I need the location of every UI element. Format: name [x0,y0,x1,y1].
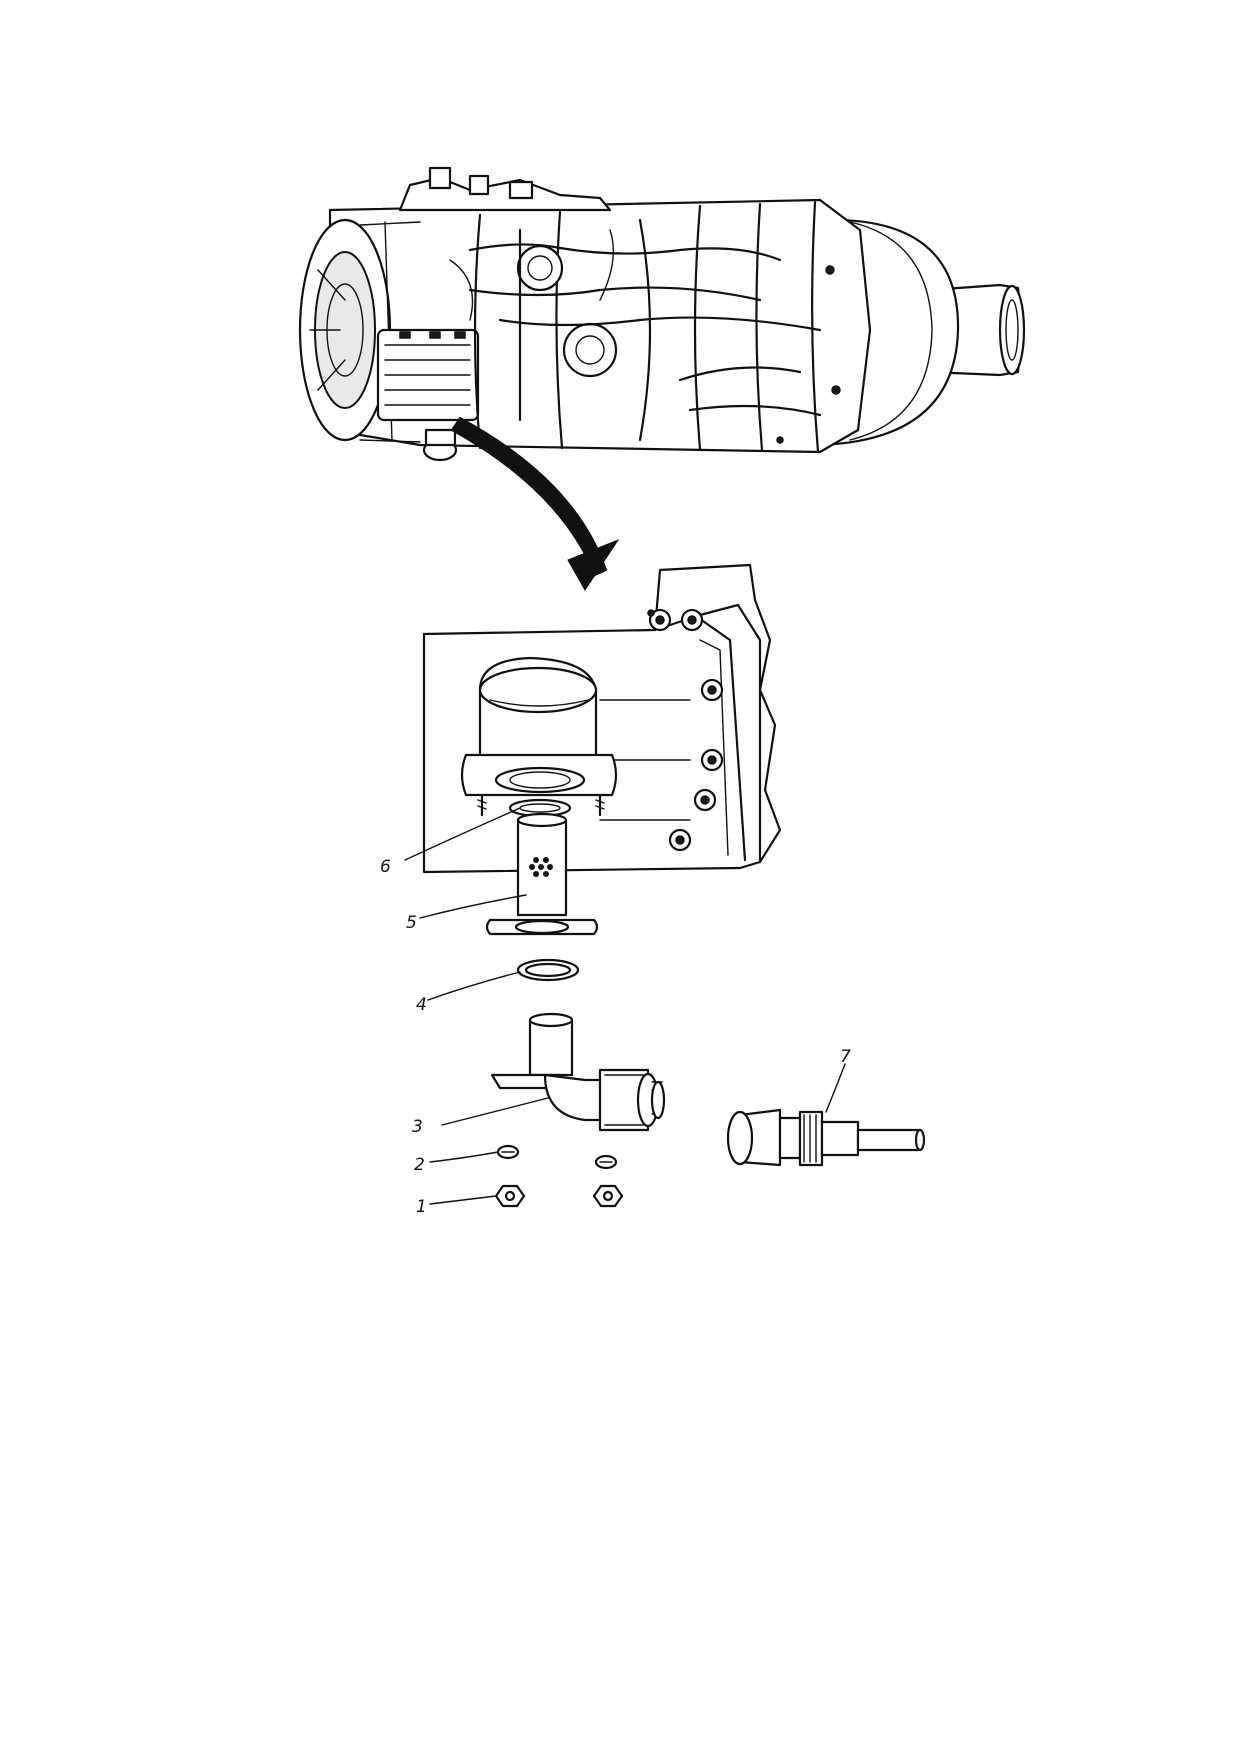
engine-overview [298,166,1026,462]
callout-4: 4 [416,995,427,1015]
callout-1: 1 [416,1197,427,1217]
callout-2: 2 [414,1155,425,1175]
part-1-nuts [494,1184,624,1208]
leader-lines [404,807,846,1205]
part-3-elbow-fitting [490,1012,666,1132]
callout-5: 5 [406,913,417,933]
part-5-filter-sleeve [485,812,599,936]
callout-7: 7 [840,1047,851,1067]
callout-labels: 6 5 4 3 2 1 7 [380,857,851,1217]
part-2-washers [496,1144,618,1170]
flange-bolts [647,608,724,852]
part-4-seal-ring [516,958,580,982]
callout-3: 3 [412,1117,423,1137]
detail-arrow [450,416,620,591]
callout-6: 6 [380,857,391,877]
gearbox-detail-panel [422,563,782,874]
part-7-sensor-plug [726,1108,926,1167]
